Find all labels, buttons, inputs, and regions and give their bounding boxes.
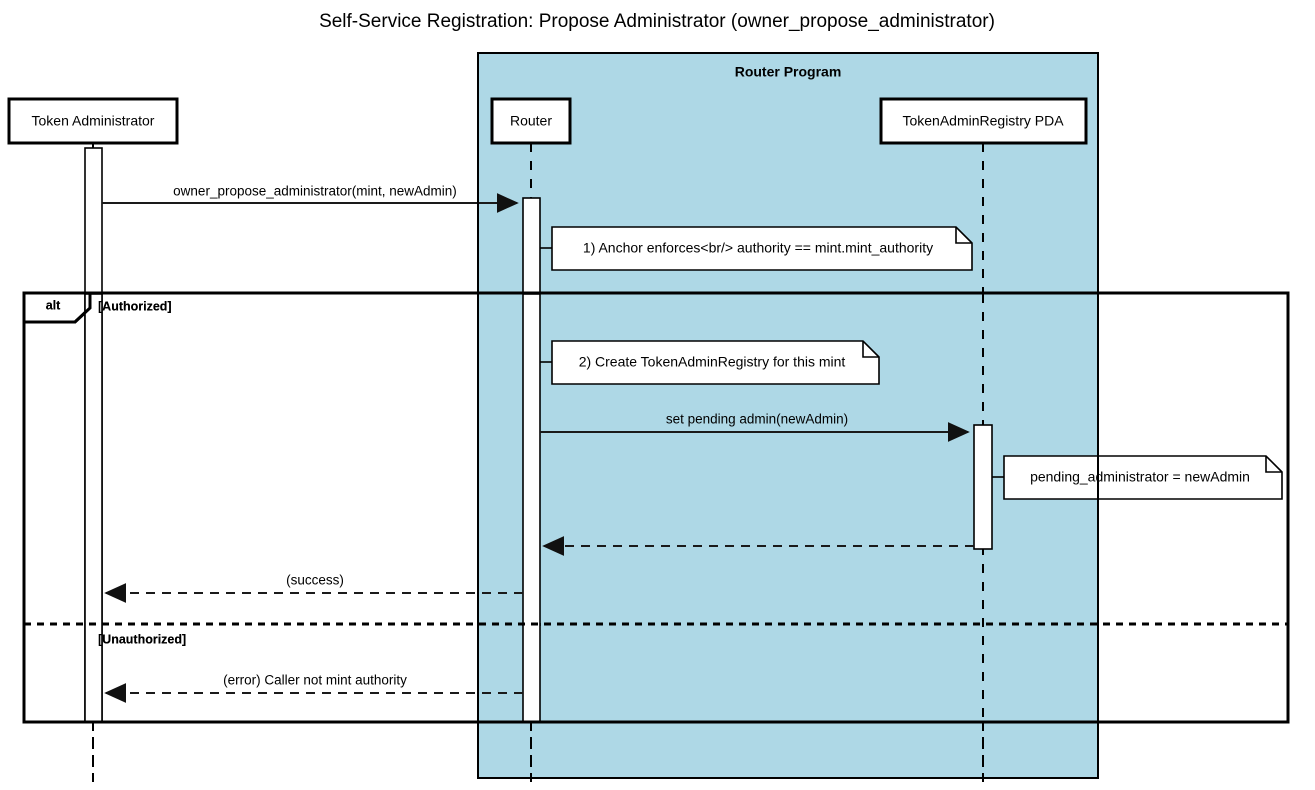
message-set-pending-admin: set pending admin(newAdmin) <box>540 412 970 442</box>
note-body-pending-administrator <box>1003 455 1283 500</box>
fragment-guard-unauthorized-overlay: [Unauthorized] <box>98 632 186 646</box>
group-label: Router Program <box>735 64 842 80</box>
message-label-error: (error) Caller not mint authority <box>223 673 407 688</box>
participant-token-admin-registry-pda[interactable]: TokenAdminRegistry PDA <box>879 97 1088 145</box>
note-body-create-registry <box>551 340 880 385</box>
message-error: (error) Caller not mint authority <box>104 673 523 703</box>
fragment-operator-label: alt <box>46 298 61 312</box>
group-background-alt-section-2 <box>479 626 1097 721</box>
note-label-create-registry: 2) Create TokenAdminRegistry for this mi… <box>579 354 846 370</box>
activation-token-admin-registry-pda-top <box>973 424 993 550</box>
note-label-pending-administrator: pending_administrator = newAdmin <box>1030 469 1250 485</box>
participant-box-token-administrator <box>7 97 179 145</box>
participant-label-token-admin-registry-pda: TokenAdminRegistry PDA <box>902 113 1064 129</box>
message-label-set-pending-admin: set pending admin(newAdmin) <box>666 412 848 427</box>
participant-label-router: Router <box>510 113 552 129</box>
note-fold-create-registry <box>862 341 879 358</box>
participant-box-router <box>490 97 572 145</box>
fragment-guard-unauthorized: [Unauthorized] <box>98 632 186 646</box>
fragment-guard-authorized-overlay: [Authorized] <box>98 299 172 313</box>
participant-box-token-admin-registry-pda <box>879 97 1088 145</box>
fragment-guard-authorized: [Authorized] <box>98 299 172 313</box>
note-create-registry: 2) Create TokenAdminRegistry for this mi… <box>540 340 880 385</box>
note-body-anchor-enforces <box>551 226 973 271</box>
activation-router-alt <box>522 293 541 723</box>
message-owner-propose-administrator: owner_propose_administrator(mint, newAdm… <box>102 184 519 213</box>
note-label-anchor-enforces: 1) Anchor enforces<br/> authority == min… <box>583 240 933 256</box>
note-fold-pending-administrator <box>1265 456 1282 473</box>
note-pending-administrator: pending_administrator = newAdmin <box>992 455 1283 500</box>
activation-token-administrator-alt <box>84 293 103 723</box>
participant-router[interactable]: Router <box>490 97 572 145</box>
message-label-success: (success) <box>286 573 344 588</box>
fragment-operator-label-overlay: alt <box>46 298 61 312</box>
message-label-owner-propose-administrator: owner_propose_administrator(mint, newAdm… <box>173 184 457 199</box>
group-border-overlay <box>477 52 1099 779</box>
note-anchor-enforces: 1) Anchor enforces<br/> authority == min… <box>540 226 973 271</box>
fragment-operator-tab-overlay <box>22 291 92 324</box>
note-fold-anchor-enforces <box>955 227 972 244</box>
diagram-title: Self-Service Registration: Propose Admin… <box>319 11 995 32</box>
fragment-border-alt-overlay <box>22 291 1290 724</box>
participant-label-token-administrator: Token Administrator <box>32 113 155 129</box>
participant-token-administrator[interactable]: Token Administrator <box>7 97 179 145</box>
message-success: (success) <box>104 573 523 603</box>
